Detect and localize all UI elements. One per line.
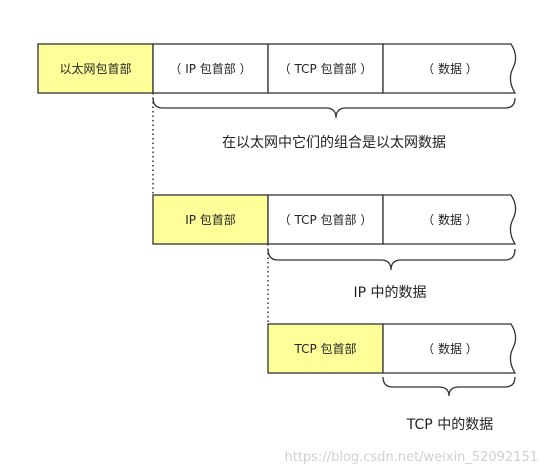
ip-tcp-header-box: [267, 194, 384, 245]
ip-data-label: （ 数据 ）: [422, 212, 478, 227]
ip-row: IP 包首部 （ TCP 包首部 ） （ 数据 ） IP 中的数据: [152, 194, 517, 324]
ip-header-box: [152, 194, 269, 245]
ethernet-ip-header-label: （ IP 包首部 ）: [169, 61, 251, 76]
ethernet-data-caption: 在以太网中它们的组合是以太网数据: [222, 134, 446, 151]
ip-data-caption: IP 中的数据: [353, 285, 426, 301]
ethernet-tcp-header-box: [267, 43, 384, 94]
tcp-row: TCP 包首部 （ 数据 ） TCP 中的数据: [267, 323, 517, 433]
ethernet-row: 以太网包首部 （ IP 包首部 ） （ TCP 包首部 ） （ 数据 ） 在以太…: [37, 43, 517, 195]
tcp-data-caption: TCP 中的数据: [406, 417, 493, 433]
tcp-header-label: TCP 包首部: [293, 341, 356, 356]
ethernet-header-label: 以太网包首部: [59, 61, 131, 76]
ethernet-header-box: [37, 43, 154, 94]
ip-tcp-header-label: （ TCP 包首部 ）: [279, 212, 373, 227]
ip-data-box: [382, 194, 517, 245]
ethernet-data-brace: [152, 97, 516, 119]
ip-data-brace: [267, 248, 516, 271]
ip-header-label: IP 包首部: [185, 212, 236, 227]
tcp-data-box: [382, 323, 517, 374]
ethernet-ip-header-box: [152, 43, 269, 94]
tcp-data-brace: [382, 376, 516, 397]
tcp-header-box: [267, 323, 384, 374]
ethernet-tcp-header-label: （ TCP 包首部 ）: [279, 61, 373, 76]
ethernet-data-label: （ 数据 ）: [422, 61, 478, 76]
csdn-watermark: https://blog.csdn.net/weixin_52092151: [284, 450, 538, 465]
tcp-data-label: （ 数据 ）: [422, 341, 478, 356]
ethernet-data-box: [382, 43, 517, 94]
